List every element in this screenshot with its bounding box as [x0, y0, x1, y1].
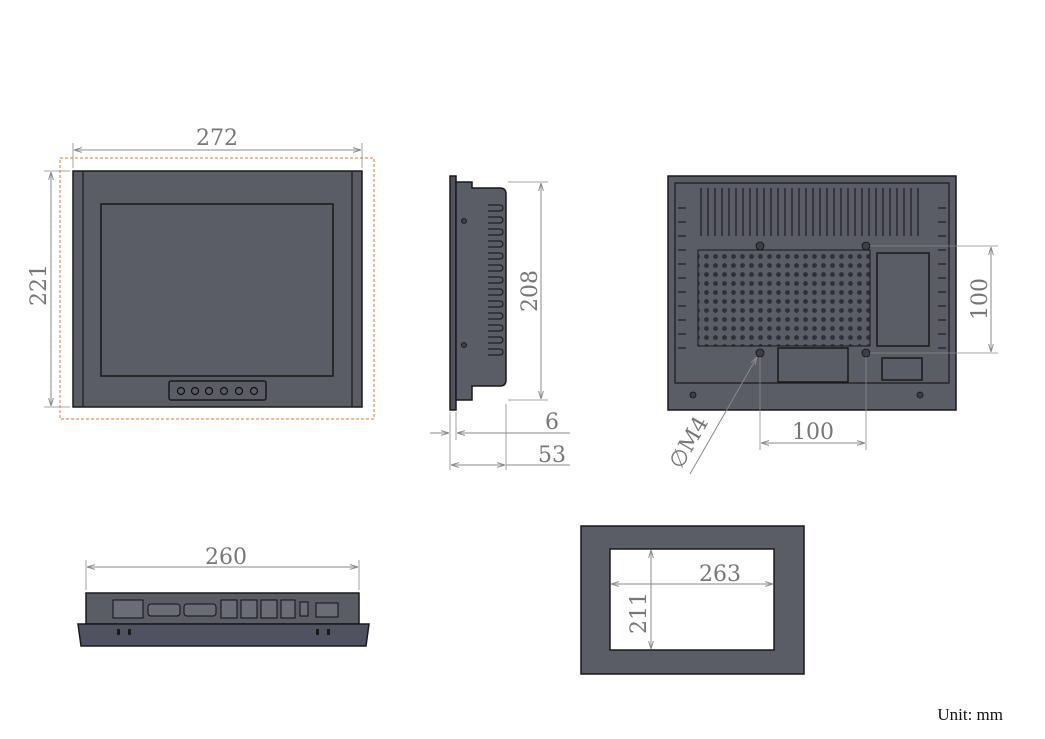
rear-vesa-holes: [755, 241, 871, 358]
side-height-label: 208: [518, 270, 543, 312]
rear-label-plate: [876, 252, 930, 347]
unit-label: Unit: mm: [937, 705, 1003, 724]
bottom-view: 260: [77, 545, 370, 647]
cutout-height-label: 211: [627, 592, 652, 634]
bottom-feet: [117, 629, 330, 635]
side-depth-label: 53: [538, 443, 566, 468]
rear-vesa-horizontal-label: 100: [792, 420, 834, 445]
side-view: 208 6 53: [430, 175, 570, 470]
rear-side-slots: [678, 207, 946, 349]
front-view: 272 221: [27, 126, 375, 420]
side-bezel-label: 6: [545, 410, 559, 435]
side-bezel: [449, 175, 457, 411]
rear-port-cover: [777, 347, 849, 383]
rear-vent-grille: [697, 249, 871, 347]
rear-heatsink-fins: [700, 188, 919, 236]
front-height-label: 221: [27, 264, 52, 306]
rear-screw-leader-line: [689, 357, 757, 475]
cutout-width-label: 263: [699, 562, 741, 587]
bottom-connectors: [112, 599, 339, 619]
rear-view: 100 100 ∅M4: [665, 175, 998, 475]
rear-vesa-vertical-label: 100: [968, 278, 993, 320]
cutout-opening: [609, 548, 775, 651]
cutout-view: 263 211: [580, 525, 805, 675]
front-screen: [100, 203, 334, 377]
bottom-width-label: 260: [205, 545, 247, 570]
side-housing: [455, 181, 507, 401]
front-guide-outline: [59, 157, 375, 420]
front-buttons: [176, 386, 259, 396]
front-button-strip: [168, 380, 267, 401]
front-width-label: 272: [196, 126, 238, 151]
bottom-bezel: [77, 623, 370, 647]
side-fins: [488, 204, 504, 356]
rear-screw-label: ∅M4: [665, 412, 714, 473]
